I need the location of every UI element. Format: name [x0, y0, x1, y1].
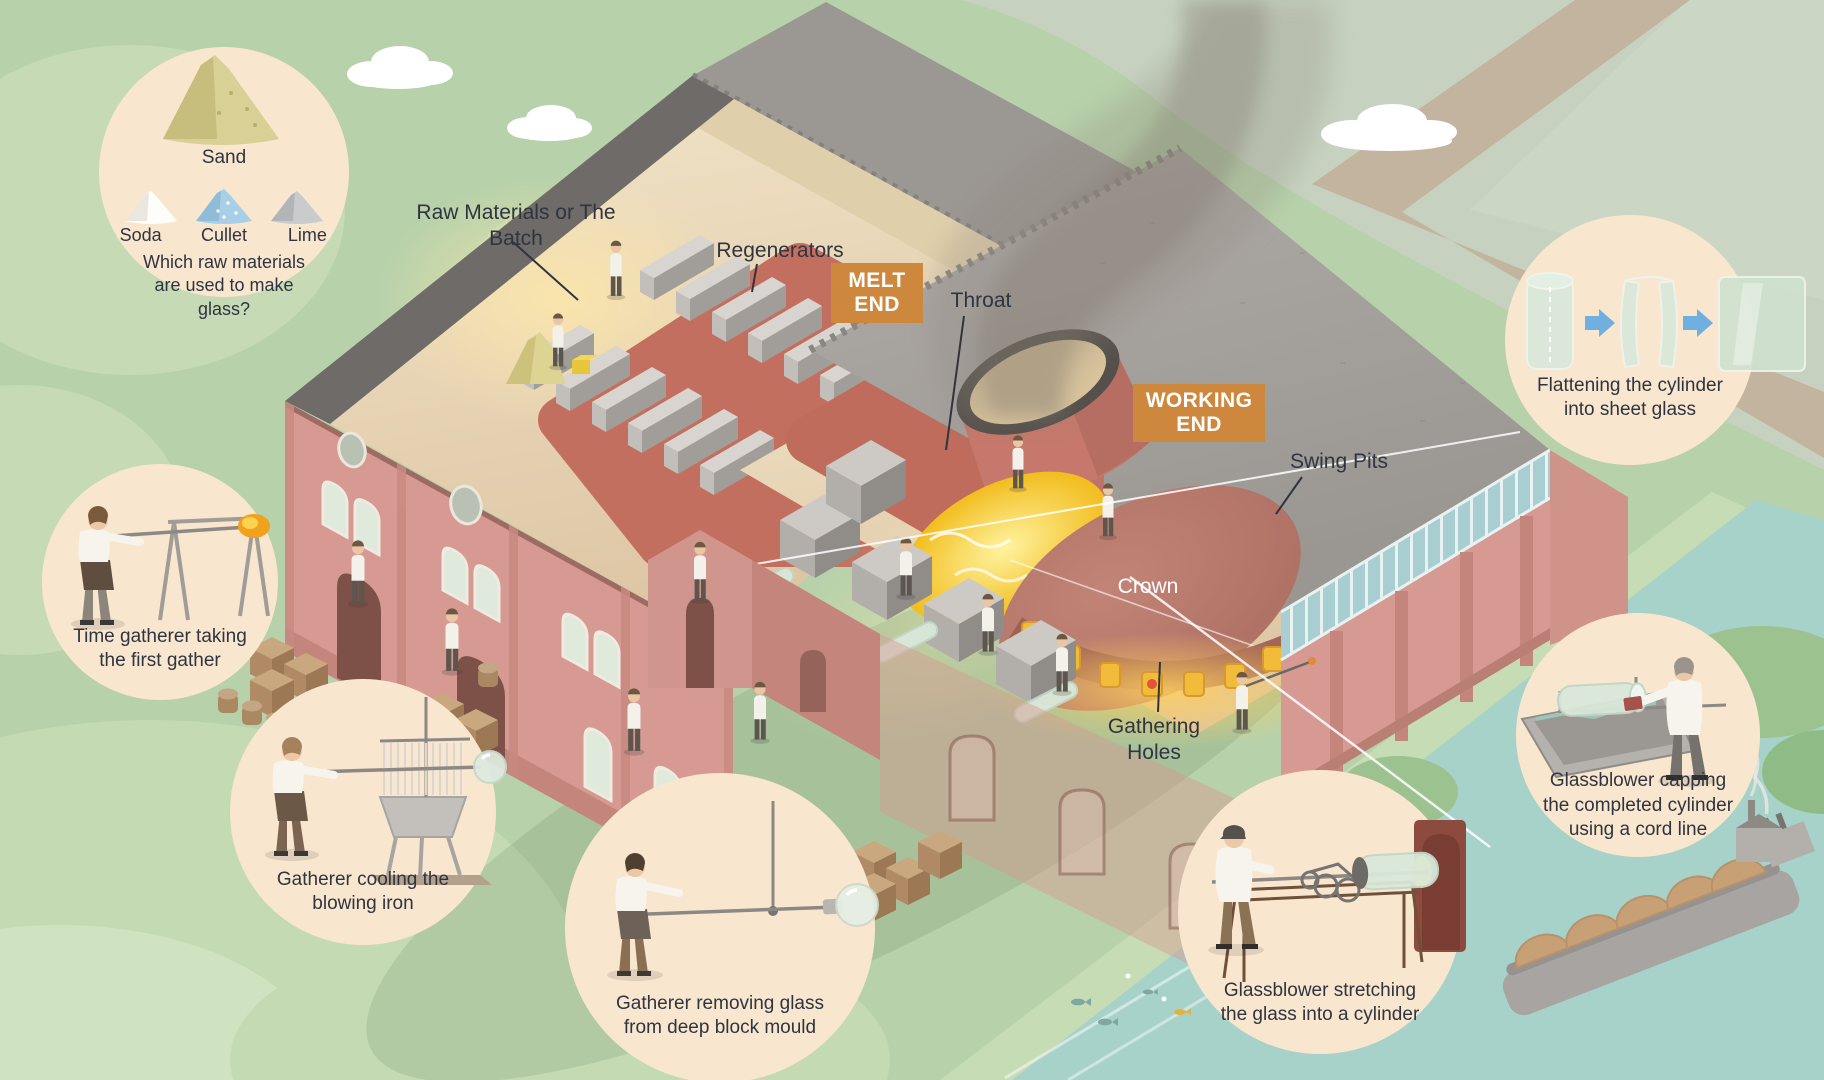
- capping-scene: [1520, 657, 1727, 787]
- oculus-window: [449, 484, 483, 526]
- sheet-glass-icon: [1718, 276, 1806, 372]
- section-lines: [749, 431, 1521, 848]
- stretching-rig: [1300, 862, 1361, 903]
- glass-bulb-icon: [835, 883, 879, 927]
- callout-capping: Glassblower capping the completed cylind…: [1516, 613, 1760, 857]
- time-gatherer-caption: Time gatherer taking the first gather: [73, 625, 247, 672]
- block-mould-caption: Gatherer removing glass from deep block …: [615, 992, 825, 1039]
- block-mould-scene: [607, 801, 879, 981]
- label-gathering-holes: Gathering Holes: [1107, 715, 1201, 764]
- sand-label: Sand: [201, 147, 247, 168]
- capping-caption: Glassblower capping the completed cylind…: [1542, 769, 1734, 841]
- raw-materials-diagram: [125, 55, 323, 224]
- gatherer-figure: [607, 853, 683, 981]
- label-raw-materials: Raw Materials or The Batch: [416, 201, 616, 250]
- badge-working-end: WORKING END: [1133, 384, 1265, 442]
- cooling-trough: [378, 796, 468, 838]
- stretching-caption: Glassblower stretching the glass into a …: [1220, 979, 1420, 1026]
- oculus-window: [337, 431, 367, 469]
- glass-cylinder-icon: [1352, 851, 1440, 891]
- cullet-pile-icon: [196, 189, 252, 224]
- callout-raw-materials: Sand Soda Cullet Lime Which raw material…: [99, 47, 349, 319]
- label-throat: Throat: [950, 289, 1012, 312]
- arrow-right-icon: [1585, 309, 1615, 337]
- cullet-label: Cullet: [200, 225, 247, 245]
- glass-bulb-icon: [473, 750, 507, 784]
- leader-lines: [512, 241, 1303, 713]
- callout-cooling-iron: Gatherer cooling the blowing iron: [230, 679, 507, 945]
- callout-block-mould: Gatherer removing glass from deep block …: [565, 773, 879, 1080]
- glassblower-figure: [1208, 825, 1275, 956]
- split-cylinder-icon: [1620, 276, 1678, 369]
- arrow-right-icon: [1683, 309, 1713, 337]
- working-end-se-wall: [1280, 448, 1628, 802]
- soda-label: Soda: [119, 225, 162, 245]
- cooling-iron-scene: [265, 697, 507, 885]
- glassblower-figure: [1623, 657, 1714, 787]
- time-gatherer-scene: [71, 506, 270, 630]
- glass-stand: [158, 516, 270, 621]
- batch-sand-pile: [506, 332, 599, 384]
- gatherer-figure: [265, 737, 338, 861]
- callout-time-gatherer: Time gatherer taking the first gather: [42, 464, 278, 700]
- cloud-icon: [347, 46, 1457, 151]
- fish-icon: [1071, 981, 1221, 1026]
- molten-gather-icon: [238, 514, 270, 538]
- factory-workers: [896, 435, 1316, 734]
- badge-melt-end: MELT END: [831, 263, 923, 323]
- lime-pile-icon: [271, 191, 323, 224]
- far-bank-factory: [1736, 765, 1782, 862]
- label-crown: Crown: [1117, 575, 1179, 598]
- lime-label: Lime: [287, 225, 327, 245]
- chimney-smoke: [927, 0, 1332, 420]
- materials-row: Soda Cullet Lime: [99, 225, 349, 246]
- flattening-caption: Flattening the cylinder into sheet glass: [1537, 374, 1723, 421]
- cooling-iron-caption: Gatherer cooling the blowing iron: [276, 868, 450, 915]
- materials-question: Which raw materials are used to make gla…: [142, 252, 306, 319]
- gatherer-figure: [71, 506, 144, 630]
- soda-pile-icon: [125, 191, 177, 224]
- sand-pile-icon: [163, 55, 279, 145]
- flattening-diagram: [1526, 272, 1806, 372]
- callout-stretching: Glassblower stretching the glass into a …: [1178, 770, 1466, 1054]
- stretching-scene: [1208, 820, 1466, 982]
- label-swing-pits: Swing Pits: [1289, 450, 1389, 473]
- callout-flattening: Flattening the cylinder into sheet glass: [1505, 215, 1806, 465]
- glass-cylinder-icon: [1526, 272, 1574, 370]
- label-regenerators: Regenerators: [716, 239, 844, 262]
